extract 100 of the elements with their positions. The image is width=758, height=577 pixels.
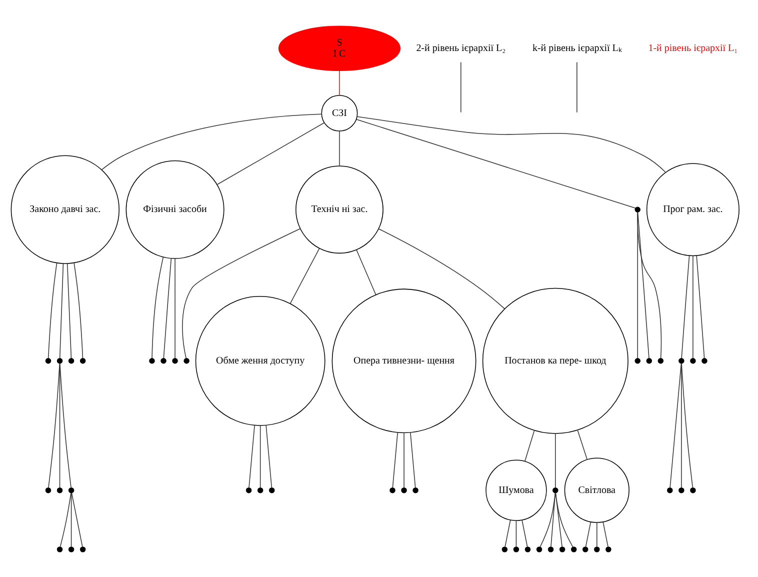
connector — [48, 362, 60, 488]
connector — [71, 492, 83, 547]
node-circle: Прог рам. зас. — [646, 162, 740, 256]
node-dot — [172, 358, 178, 364]
connector — [266, 424, 272, 488]
label: 1-й рівень ієрархії L₁ — [648, 42, 738, 54]
connector — [681, 254, 690, 358]
connector — [692, 255, 694, 358]
node-dot — [390, 486, 396, 493]
node-dot — [570, 546, 577, 552]
node-dot — [582, 546, 588, 552]
node-circle: СЗІ — [321, 94, 358, 131]
connector — [524, 430, 535, 462]
connector — [356, 249, 376, 294]
node-dot — [634, 358, 640, 364]
node-dot — [184, 358, 190, 364]
connector — [460, 61, 462, 112]
connector — [152, 256, 164, 358]
connector — [182, 228, 300, 358]
connector — [410, 432, 416, 488]
connector — [339, 70, 340, 96]
node-dot — [502, 546, 508, 552]
node-dot — [536, 546, 542, 552]
connector — [516, 520, 517, 547]
node-dot — [80, 358, 86, 364]
node-dot — [702, 358, 708, 364]
node-circle: Законо давчі зас. — [10, 154, 120, 264]
connector — [540, 492, 556, 547]
connector — [555, 492, 574, 547]
node-dot — [524, 546, 531, 552]
node-dot — [68, 546, 74, 552]
connector — [260, 424, 261, 488]
connector — [392, 432, 398, 488]
connector — [555, 432, 556, 488]
connector — [174, 258, 176, 358]
node-dot — [606, 546, 612, 552]
node-dot — [80, 546, 86, 552]
node-dot — [634, 206, 640, 212]
node-dot — [658, 358, 664, 364]
connector — [522, 519, 528, 547]
connector — [504, 519, 511, 547]
connector — [577, 430, 588, 460]
connector — [550, 492, 556, 547]
node-circle: Постанов ка пере- шкод — [482, 287, 628, 434]
connector — [60, 362, 72, 488]
node-circle: Шумова — [486, 459, 547, 520]
node-circle: Фізичні засоби — [126, 160, 224, 258]
node-dot — [690, 358, 696, 364]
node-dot — [678, 358, 684, 364]
connector — [681, 362, 682, 488]
connector — [163, 258, 172, 358]
connector — [637, 211, 650, 358]
connector — [59, 262, 64, 358]
connector — [290, 248, 320, 304]
connector — [70, 492, 72, 547]
node-dot — [594, 546, 600, 552]
node-dot — [559, 546, 566, 552]
connector — [637, 212, 662, 358]
connector — [696, 254, 705, 358]
connector — [378, 228, 505, 309]
node-dot — [552, 486, 558, 493]
node-dot — [548, 546, 554, 552]
connector — [248, 424, 255, 488]
node-dot — [56, 546, 63, 552]
node-dot — [412, 486, 418, 493]
connector — [670, 362, 682, 488]
node-dot — [690, 486, 696, 493]
connector — [60, 492, 72, 547]
node-circle: Обме ження доступу — [195, 295, 326, 426]
node-circle: Техніч ні зас. — [296, 165, 384, 254]
node-dot — [149, 358, 155, 364]
node-dot — [401, 486, 407, 493]
connector — [339, 130, 340, 166]
node-text: 2-й рівень ієрархії L₂ — [416, 42, 506, 54]
connector — [101, 113, 322, 170]
node-dot — [646, 358, 652, 364]
node-dot — [513, 546, 520, 552]
node-text: k-й рівень ієрархії Lₖ — [532, 42, 622, 54]
node-dot — [56, 358, 63, 364]
node-dot — [246, 486, 252, 493]
connector — [66, 262, 72, 358]
connector — [356, 118, 636, 208]
connector — [576, 61, 578, 112]
node-dot — [667, 486, 673, 493]
node-dot — [68, 358, 74, 364]
node-dot — [678, 486, 684, 493]
connector — [356, 116, 666, 172]
node-dot — [45, 486, 52, 493]
node-dot — [257, 486, 264, 493]
node-circle: Світлова — [564, 457, 630, 522]
node-dot — [45, 358, 52, 364]
node-dot — [56, 486, 63, 493]
connector — [602, 521, 608, 547]
connector — [681, 362, 694, 488]
connector — [217, 122, 324, 184]
node-dot — [160, 358, 166, 364]
connector — [585, 521, 592, 547]
node-ellipse: S І С — [278, 25, 401, 71]
connector — [596, 522, 598, 547]
node-dot — [268, 486, 275, 493]
